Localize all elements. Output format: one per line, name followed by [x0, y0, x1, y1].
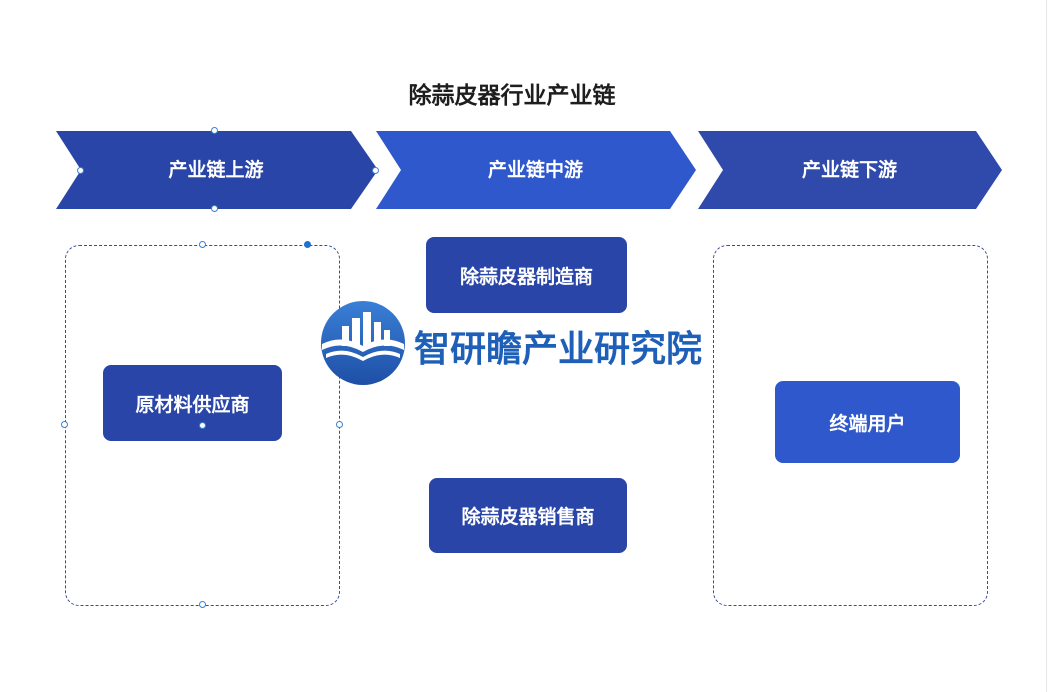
rotate-handle[interactable]	[304, 241, 311, 248]
selection-handle[interactable]	[211, 127, 218, 134]
downstream-group-frame[interactable]	[713, 245, 988, 606]
node-raw-material-supplier[interactable]: 原材料供应商	[103, 365, 282, 441]
selection-handle[interactable]	[199, 601, 206, 608]
diagram-title: 除蒜皮器行业产业链	[408, 83, 616, 109]
page-edge	[1046, 0, 1047, 692]
node-end-user[interactable]: 终端用户	[775, 381, 960, 463]
watermark-text: 智研瞻产业研究院	[414, 329, 703, 370]
stage-label-midstream: 产业链中游	[487, 159, 583, 181]
selection-handle[interactable]	[77, 167, 84, 174]
arrow-shape-midstream	[376, 131, 696, 209]
city-skyline-logo-icon	[321, 301, 405, 385]
selection-handle[interactable]	[211, 205, 218, 212]
selection-handle[interactable]	[372, 167, 379, 174]
arrow-shape-upstream	[56, 131, 378, 209]
stage-arrow-midstream[interactable]: 产业链中游	[376, 131, 696, 209]
stage-label-upstream: 产业链上游	[168, 159, 264, 181]
stage-arrow-downstream[interactable]: 产业链下游	[698, 131, 1002, 209]
stage-label-downstream: 产业链下游	[801, 159, 897, 181]
stage-arrow-upstream[interactable]: 产业链上游	[56, 131, 378, 209]
node-seller[interactable]: 除蒜皮器销售商	[429, 478, 627, 553]
selection-handle[interactable]	[336, 421, 343, 428]
arrow-shape-downstream	[698, 131, 1002, 209]
selection-handle[interactable]	[61, 421, 68, 428]
node-manufacturer[interactable]: 除蒜皮器制造商	[426, 237, 627, 313]
selection-handle[interactable]	[199, 241, 206, 248]
connection-point[interactable]	[199, 422, 206, 429]
